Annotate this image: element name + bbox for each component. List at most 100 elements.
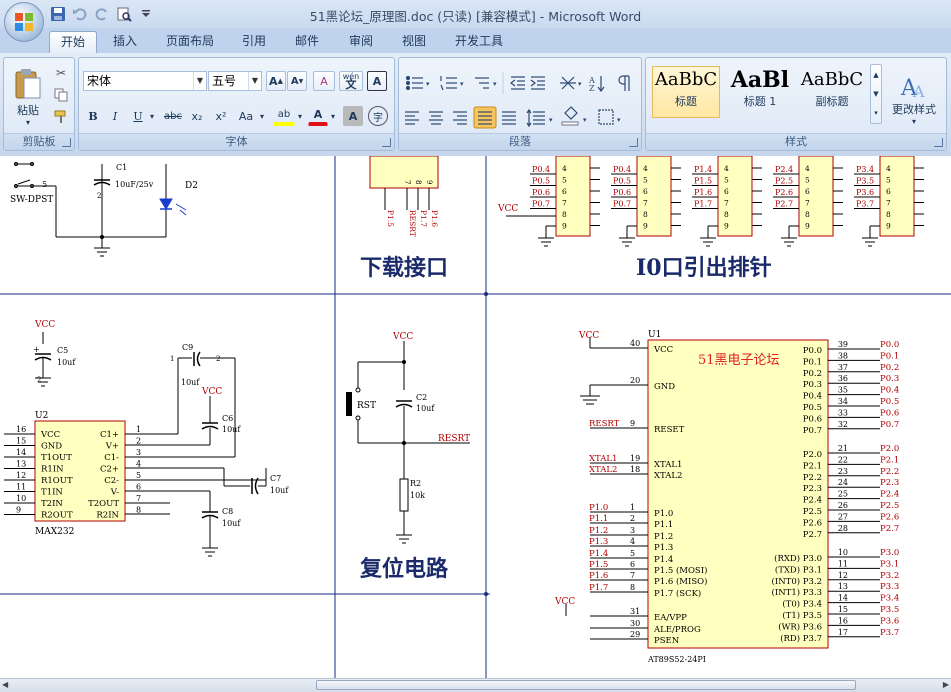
char-border-button[interactable]: A [367, 71, 387, 91]
mcu-pin-name: P0.1 [803, 357, 822, 367]
superscript-button[interactable]: x² [215, 109, 227, 123]
mcu-pin-name: (INT0) P3.2 [772, 576, 822, 587]
copy-button[interactable] [52, 86, 70, 104]
tab-review[interactable]: 审阅 [348, 34, 373, 48]
power-switch-pin: 5 [42, 180, 47, 189]
font-launcher-icon[interactable] [382, 138, 391, 147]
highlight-dropdown-icon[interactable]: ▾ [297, 111, 302, 121]
change-styles-icon: AA [900, 76, 925, 101]
mcu-net-label: P1.6 [589, 571, 608, 581]
print-preview-icon[interactable] [116, 6, 132, 22]
bullets-icon [405, 75, 423, 91]
decrease-indent-icon [510, 76, 525, 90]
styles-scroll[interactable]: ▲ ▼ ▾ [870, 64, 882, 124]
chevron-down-icon[interactable]: ▼ [248, 72, 261, 90]
clipboard-launcher-icon[interactable] [62, 138, 71, 147]
mcu-pin-number: 17 [838, 628, 848, 637]
power-switch-label: SW-DPST [10, 195, 53, 205]
horizontal-scrollbar[interactable]: ◀ ▶ [0, 678, 951, 692]
scroll-left-icon[interactable]: ◀ [2, 680, 9, 689]
chevron-down-icon[interactable]: ▼ [193, 72, 206, 90]
tab-mailings[interactable]: 邮件 [294, 34, 319, 48]
redo-icon[interactable] [94, 6, 110, 22]
tab-view[interactable]: 视图 [401, 34, 426, 48]
io-title: I0口引出排针 [636, 255, 772, 281]
font-size-combo[interactable]: 五号▼ [208, 71, 262, 91]
max232-pin-number: 1 [136, 425, 141, 434]
mcu-pin-number: 16 [838, 616, 848, 625]
bold-button[interactable]: B [88, 109, 98, 123]
mcu-net-label: P3.6 [880, 616, 899, 626]
shrink-font-button[interactable]: A▼ [287, 71, 307, 91]
io-header-body [636, 156, 672, 237]
format-painter-button[interactable] [52, 108, 70, 126]
char-border-icon: A [372, 74, 382, 88]
io-header-pin-number: 6 [562, 187, 567, 196]
paste-button[interactable]: 粘贴 ▾ [8, 62, 48, 132]
mcu-net-label: P0.1 [880, 351, 899, 361]
style-heading1[interactable]: AaBl 标题 1 [726, 66, 794, 118]
styles-launcher-icon[interactable] [934, 138, 943, 147]
scroll-up-icon[interactable]: ▲ [873, 70, 879, 79]
more-styles-icon[interactable]: ▾ [874, 109, 878, 118]
cut-button[interactable]: ✂ [52, 64, 70, 82]
mcu-net-label: P2.4 [880, 490, 899, 500]
tab-insert[interactable]: 插入 [112, 34, 137, 48]
io-header-net: P0.4 [532, 165, 550, 174]
clear-format-button[interactable]: A [313, 71, 335, 91]
mcu-pin-number: 39 [838, 340, 848, 349]
style-title[interactable]: AaBbC 标题 [652, 66, 720, 118]
highlight-button[interactable]: ab [273, 106, 295, 126]
style-subtitle[interactable]: AaBbC 副标题 [798, 66, 866, 118]
tab-page-layout[interactable]: 页面布局 [165, 34, 214, 48]
mcu-pin-name: (RXD) P3.0 [774, 553, 822, 564]
office-button[interactable] [4, 2, 44, 42]
enclose-char-icon: 字 [373, 112, 383, 124]
paragraph-launcher-icon[interactable] [629, 138, 638, 147]
scroll-thumb[interactable] [316, 680, 856, 690]
enclose-char-button[interactable]: 字 [368, 106, 388, 126]
underline-button[interactable]: U [133, 109, 143, 123]
font-color-dropdown-icon[interactable]: ▾ [330, 111, 335, 121]
strikethrough-button[interactable]: abc [164, 110, 182, 122]
tab-references[interactable]: 引用 [241, 34, 266, 48]
scroll-down-icon[interactable]: ▼ [873, 89, 879, 98]
increase-indent-icon [530, 76, 545, 90]
subscript-button[interactable]: x₂ [191, 109, 203, 123]
mcu-forum-label: 51黑电子论坛 [698, 353, 780, 368]
customize-toolbar-icon[interactable] [138, 6, 154, 22]
max232-section: U2 MAX232 16VCC15GND14T1OUT13R1IN12R1OUT… [4, 320, 289, 557]
scroll-right-icon[interactable]: ▶ [942, 680, 949, 689]
c6-vcc: VCC [201, 387, 222, 397]
italic-button[interactable]: I [112, 109, 118, 123]
quick-access-toolbar [50, 5, 154, 23]
mcu-net-label: P1.1 [589, 514, 608, 524]
undo-icon[interactable] [72, 6, 88, 22]
mcu-net-label: P2.1 [880, 455, 899, 465]
char-shading-button[interactable]: A [343, 106, 363, 126]
io-header-pin-number: 5 [886, 176, 891, 185]
mcu-pin-number: 9 [630, 419, 635, 428]
underline-dropdown-icon[interactable]: ▾ [149, 111, 154, 121]
grow-font-button[interactable]: A▲ [266, 71, 286, 91]
format-painter-icon [54, 110, 66, 123]
font-name-combo[interactable]: 宋体▼ [83, 71, 207, 91]
change-case-dropdown-icon[interactable]: ▾ [259, 111, 264, 121]
save-icon[interactable] [50, 6, 66, 22]
svg-text:▾: ▾ [583, 116, 587, 124]
font-color-button[interactable]: A [308, 106, 328, 126]
font-color-icon: A [313, 108, 323, 121]
led-label: D2 [185, 181, 198, 191]
show-marks-icon [618, 75, 630, 91]
change-case-button[interactable]: Aa [238, 109, 254, 123]
mcu-pin-number: 26 [838, 501, 848, 510]
tab-developer[interactable]: 开发工具 [454, 34, 503, 48]
mcu-net-label: P1.3 [589, 537, 608, 547]
io-header-pin-number: 4 [562, 164, 567, 173]
tab-home[interactable]: 开始 [49, 31, 97, 54]
